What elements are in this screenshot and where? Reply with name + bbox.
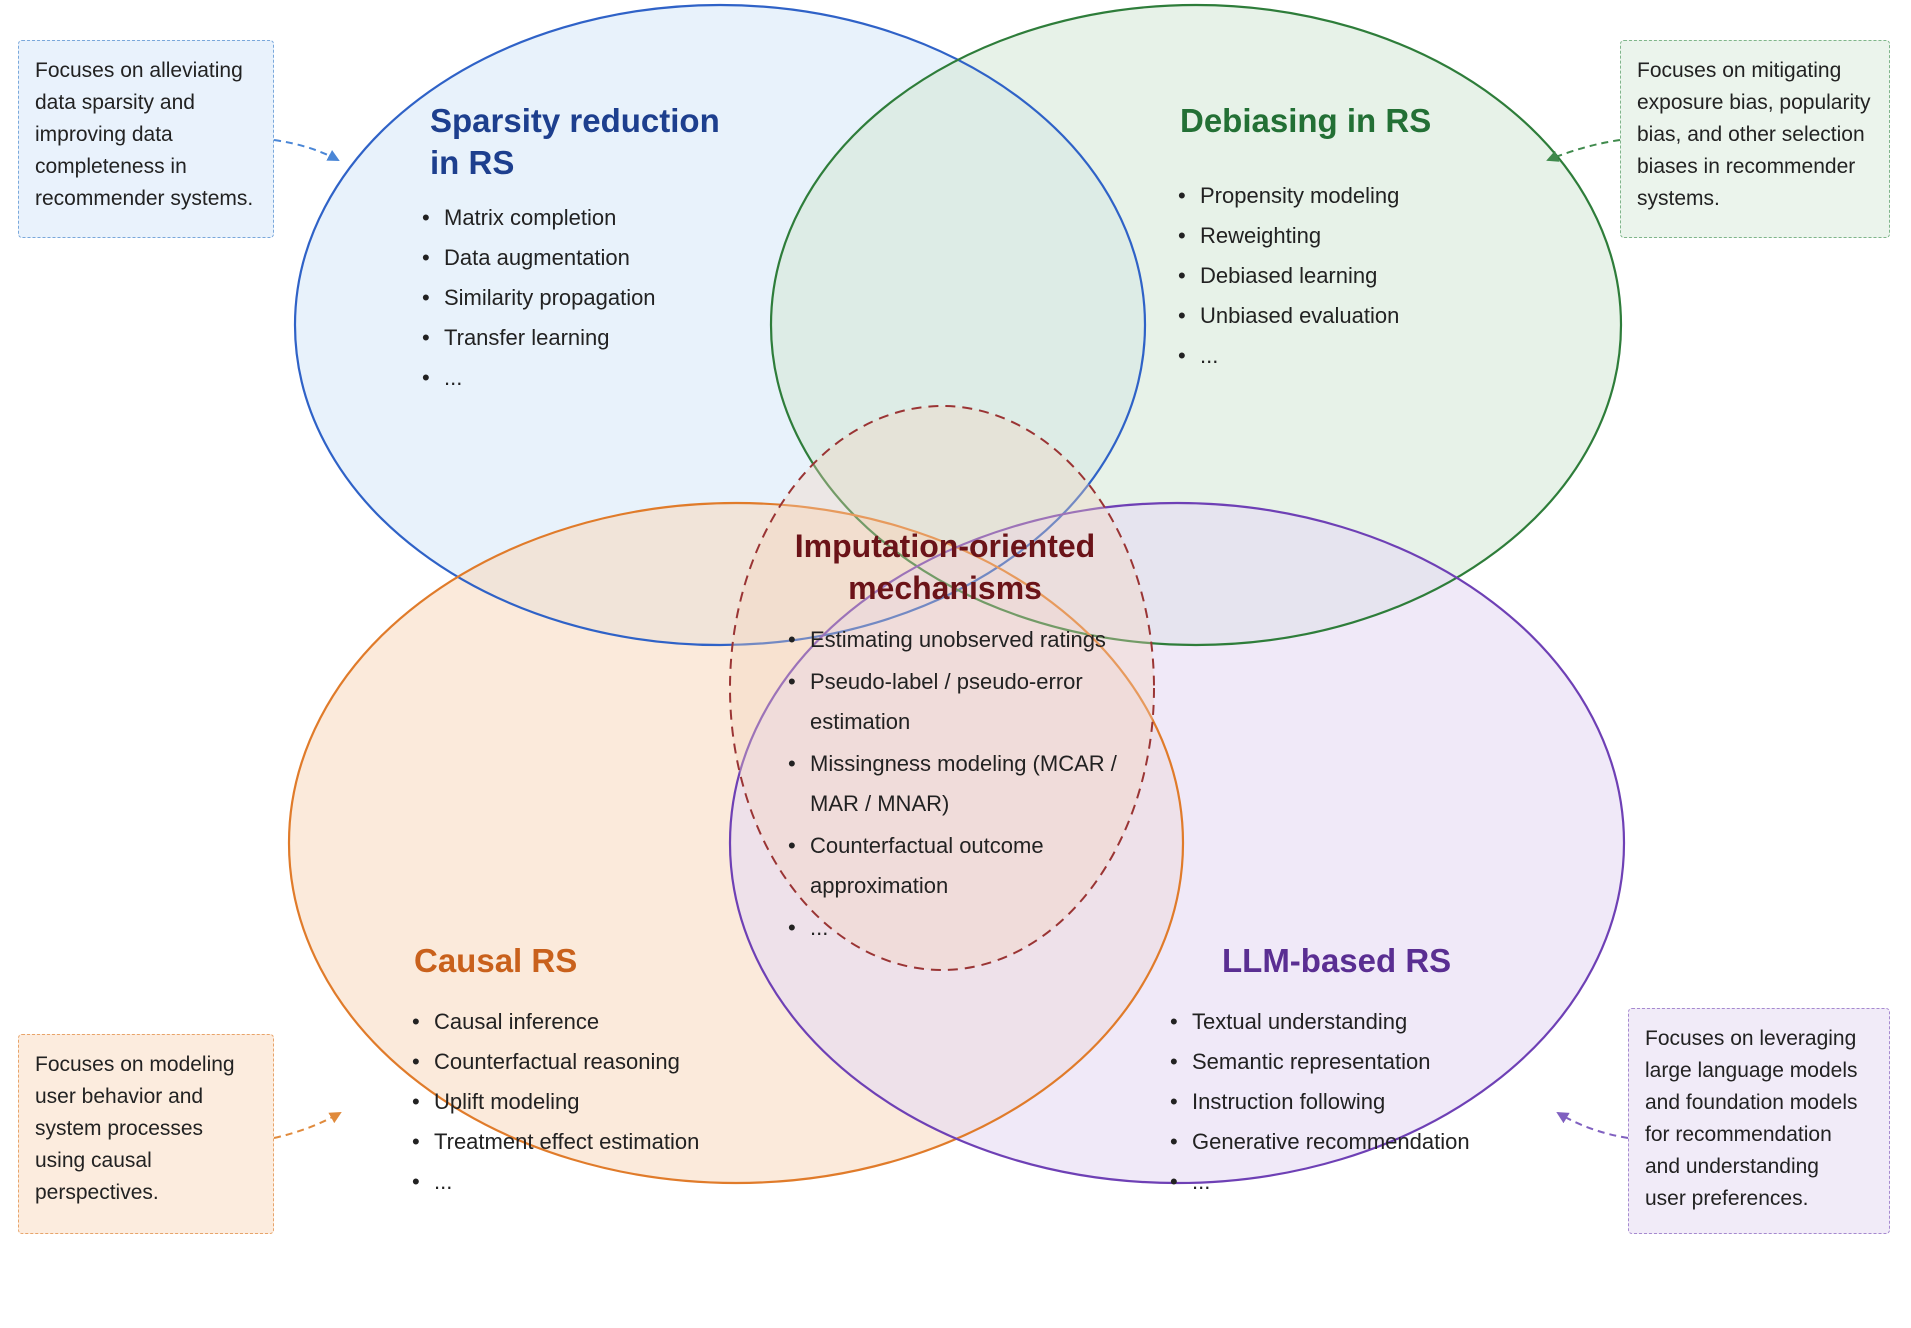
list-item: Instruction following <box>1168 1082 1470 1122</box>
sparsity-set-title: Sparsity reduction in RS <box>430 100 720 184</box>
note-line: data sparsity and <box>35 91 195 114</box>
note-line: bias, and other selection <box>1637 123 1865 146</box>
list-item: Generative recommendation <box>1168 1122 1470 1162</box>
imputation-core-title: Imputation-oriented mechanisms <box>760 525 1130 609</box>
title-line: Sparsity reduction <box>430 102 720 139</box>
list-item: ... <box>420 358 656 398</box>
list-item: Matrix completion <box>420 198 656 238</box>
note-line: large language models <box>1645 1059 1858 1082</box>
note-line: Focuses on mitigating <box>1637 59 1842 82</box>
causal-description-note: Focuses on modeling user behavior and sy… <box>18 1034 274 1234</box>
green-note-arrow <box>1546 139 1621 162</box>
title-line: Imputation-oriented <box>794 528 1096 564</box>
list-item: Missingness modeling (MCAR / MAR / MNAR) <box>786 744 1156 824</box>
note-line: perspectives. <box>35 1181 159 1204</box>
list-item: Debiased learning <box>1176 256 1399 296</box>
list-item: Propensity modeling <box>1176 176 1399 216</box>
title-line: in RS <box>430 144 515 181</box>
note-line: Focuses on modeling <box>35 1053 235 1076</box>
causal-set-outline <box>287 501 1185 1185</box>
blue-note-arrow <box>273 139 340 161</box>
list-item: Unbiased evaluation <box>1176 296 1399 336</box>
note-line: and understanding <box>1645 1155 1819 1178</box>
note-line: user behavior and <box>35 1085 204 1108</box>
list-item: ... <box>410 1162 699 1202</box>
llm-description-note: Focuses on leveraging large language mod… <box>1628 1008 1890 1234</box>
note-line: Focuses on leveraging <box>1645 1027 1857 1050</box>
list-item: Semantic representation <box>1168 1042 1470 1082</box>
list-item: Textual understanding <box>1168 1002 1470 1042</box>
list-item: Treatment effect estimation <box>410 1122 699 1162</box>
note-line: exposure bias, popularity <box>1637 91 1871 114</box>
list-item: ... <box>1168 1162 1470 1202</box>
list-item: Causal inference <box>410 1002 699 1042</box>
causal-items-list: Causal inference Counterfactual reasonin… <box>410 1002 699 1202</box>
llm-items-list: Textual understanding Semantic represent… <box>1168 1002 1470 1202</box>
imputation-items-list: Estimating unobserved ratings Pseudo-lab… <box>786 620 1156 950</box>
list-item: Pseudo-label / pseudo-error estimation <box>786 662 1156 742</box>
note-line: using causal <box>35 1149 152 1172</box>
note-line: and foundation models <box>1645 1091 1858 1114</box>
list-item: Transfer learning <box>420 318 656 358</box>
debiasing-set-title: Debiasing in RS <box>1180 102 1432 139</box>
debiasing-items-list: Propensity modeling Reweighting Debiased… <box>1176 176 1399 376</box>
debiasing-set-outline <box>769 3 1623 647</box>
list-item: Reweighting <box>1176 216 1399 256</box>
note-line: systems. <box>1637 187 1720 210</box>
llm-set-title: LLM-based RS <box>1222 942 1452 979</box>
note-line: improving data <box>35 123 173 146</box>
orange-note-arrow <box>273 1112 342 1139</box>
note-line: user preferences. <box>1645 1187 1809 1210</box>
note-line: for recommendation <box>1645 1123 1832 1146</box>
causal-set-title: Causal RS <box>414 942 578 979</box>
list-item: ... <box>1176 336 1399 376</box>
note-line: biases in recommender <box>1637 155 1856 178</box>
note-line: Focuses on alleviating <box>35 59 243 82</box>
list-item: Similarity propagation <box>420 278 656 318</box>
list-item: Counterfactual reasoning <box>410 1042 699 1082</box>
sparsity-set-outline <box>293 3 1147 647</box>
note-line: system processes <box>35 1117 204 1140</box>
note-line: recommender systems. <box>35 187 254 210</box>
list-item: Counterfactual outcome approximation <box>786 826 1156 906</box>
list-item: Estimating unobserved ratings <box>786 620 1156 660</box>
list-item: Data augmentation <box>420 238 656 278</box>
purple-note-arrow <box>1556 1111 1629 1139</box>
list-item: Uplift modeling <box>410 1082 699 1122</box>
list-item: ... <box>786 908 1156 948</box>
sparsity-items-list: Matrix completion Data augmentation Simi… <box>420 198 656 398</box>
debiasing-description-note: Focuses on mitigating exposure bias, pop… <box>1620 40 1890 238</box>
note-line: completeness in <box>35 155 187 178</box>
title-line: mechanisms <box>848 570 1042 606</box>
sparsity-description-note: Focuses on alleviating data sparsity and… <box>18 40 274 238</box>
